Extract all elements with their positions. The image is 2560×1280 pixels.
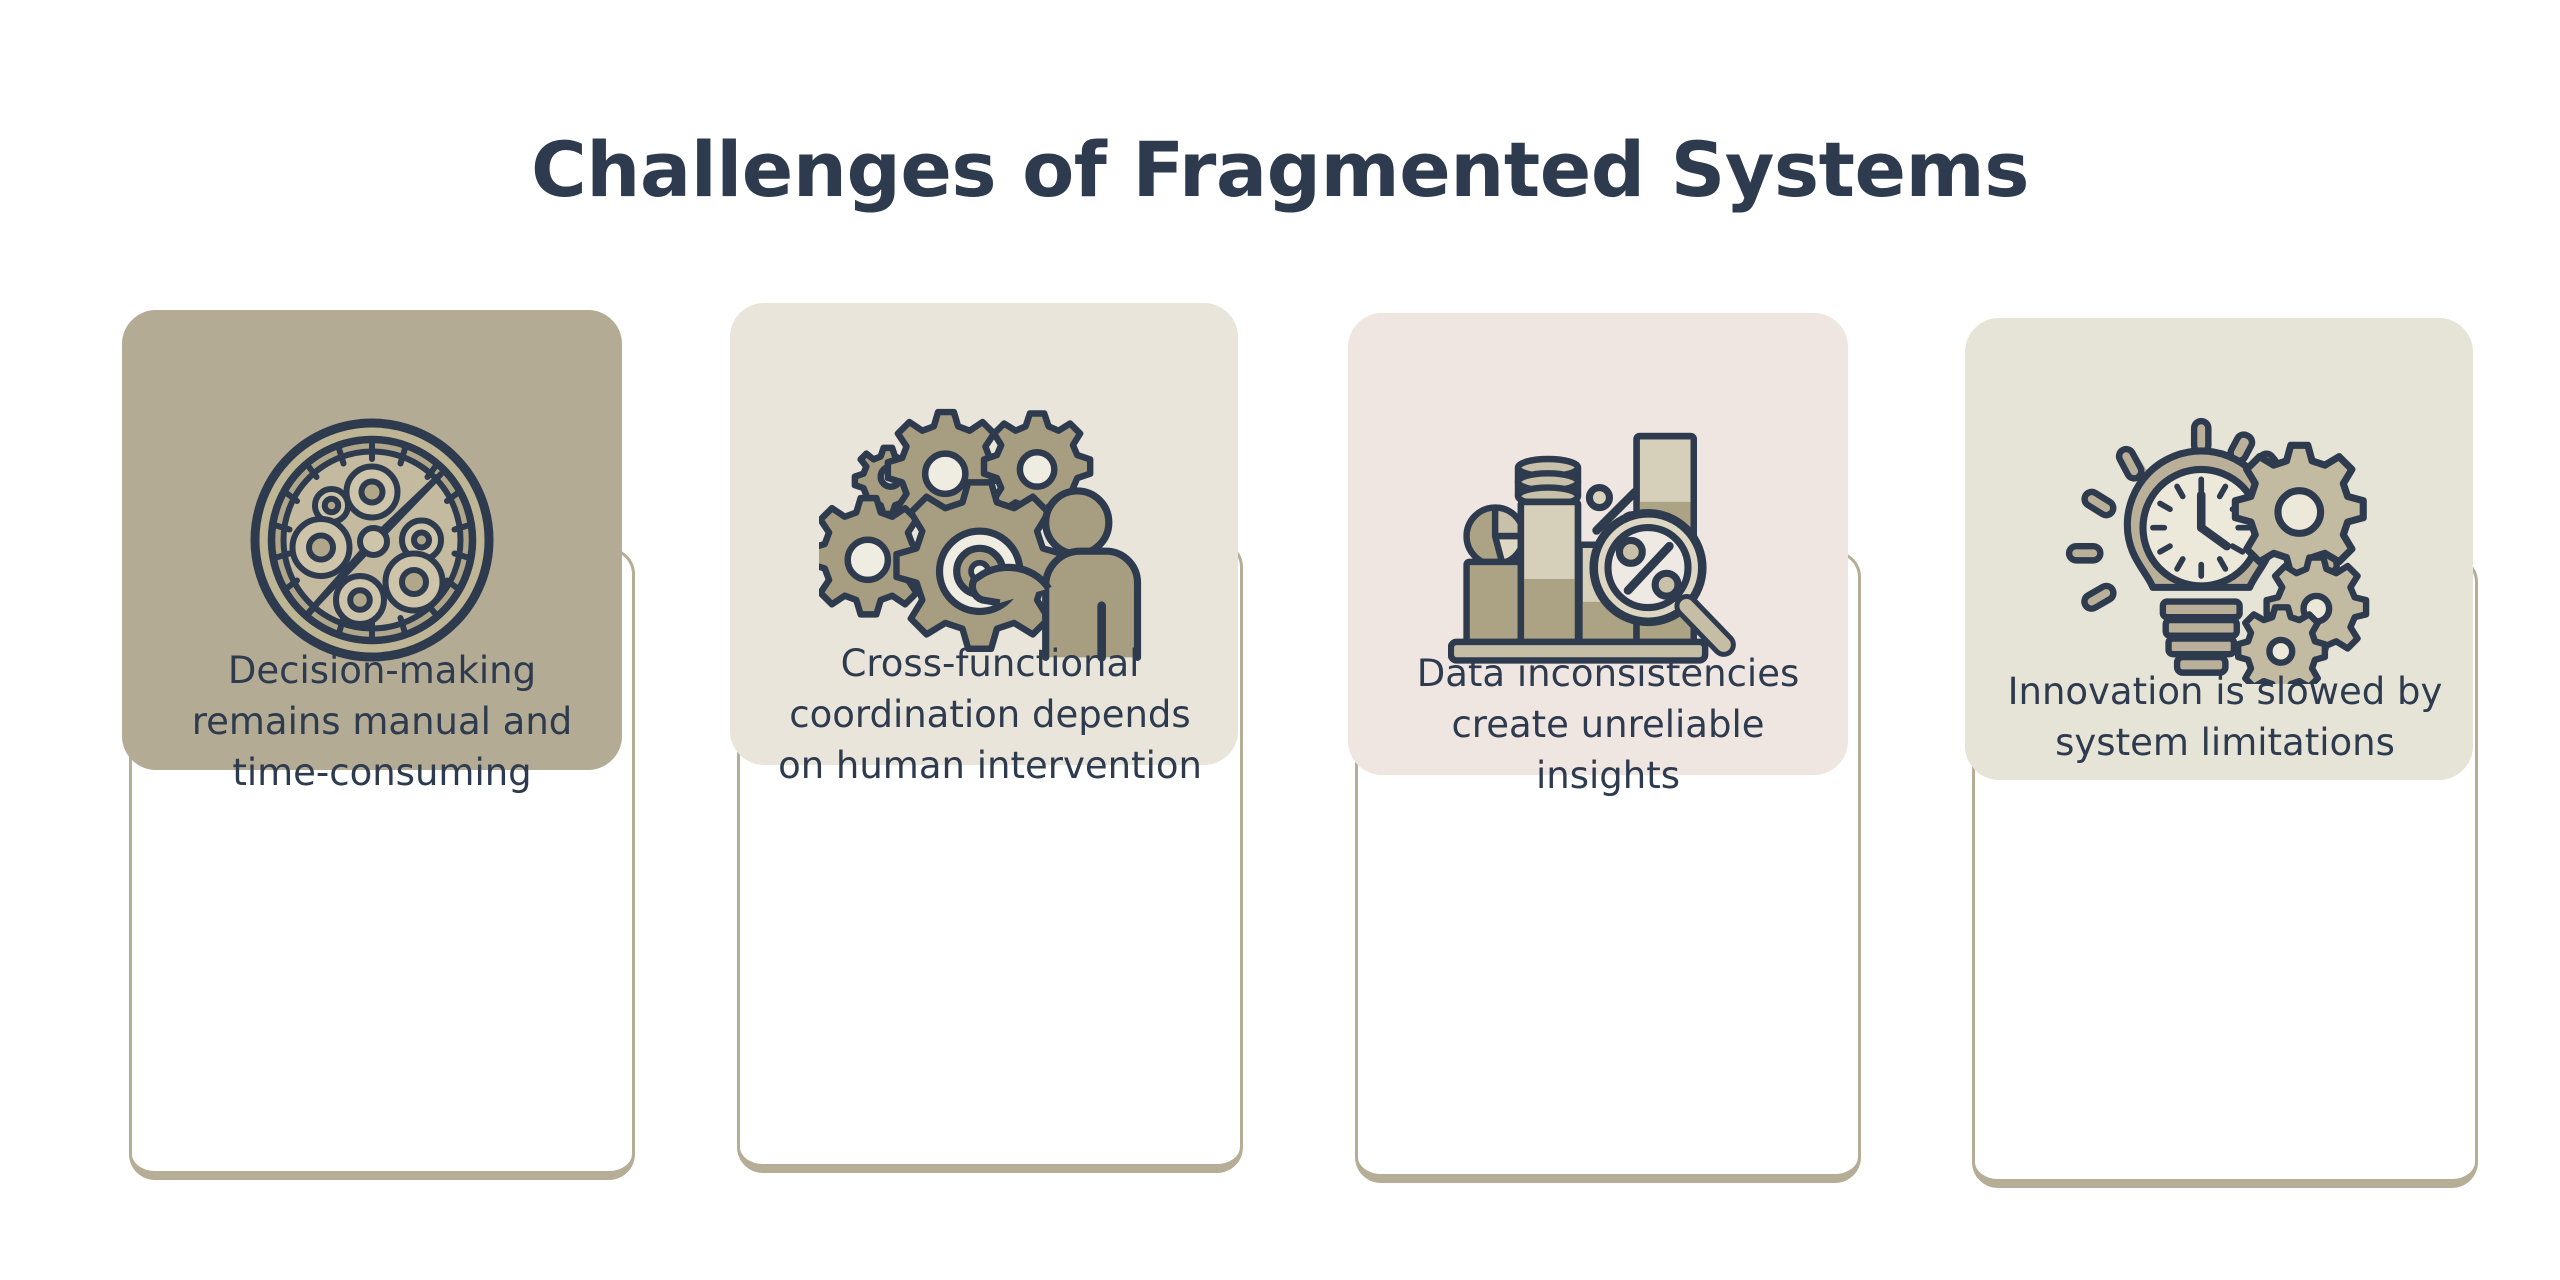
page-title: Challenges of Fragmented Systems	[531, 125, 2029, 214]
card-caption: Decision-making remains manual and time-…	[191, 649, 573, 794]
challenge-card-2[interactable]: Cross-functional coordination depends on…	[730, 303, 1250, 1173]
person-operating-gears-icon	[819, 408, 1142, 662]
lightbulb-clock-gears-icon	[2065, 417, 2370, 684]
card-icon-panel	[1965, 318, 2473, 780]
challenge-card-3[interactable]: Data inconsistencies create unreliable i…	[1348, 313, 1868, 1183]
card-icon-panel	[122, 310, 622, 770]
card-caption: Data inconsistencies create unreliable i…	[1416, 652, 1800, 797]
card-caption: Innovation is slowed by system limitatio…	[2007, 670, 2443, 764]
compass-gears-icon	[250, 418, 494, 662]
card-icon-panel	[1348, 313, 1848, 775]
challenge-card-4[interactable]: Innovation is slowed by system limitatio…	[1965, 318, 2485, 1188]
challenge-card-1[interactable]: Decision-making remains manual and time-…	[122, 310, 642, 1180]
bar-chart-magnifier-percent-icon	[1448, 432, 1736, 664]
card-caption: Cross-functional coordination depends on…	[778, 642, 1202, 787]
card-icon-panel	[730, 303, 1238, 765]
